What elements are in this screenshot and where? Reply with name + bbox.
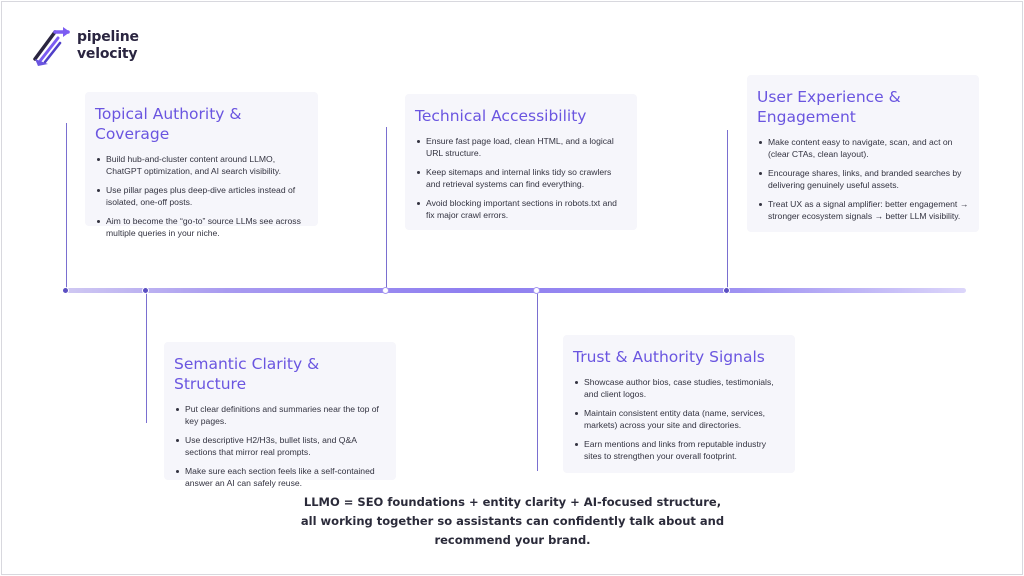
connector-technical [386,127,387,291]
brand-line-2: velocity [77,46,138,62]
timeline-dot-topical [62,287,69,294]
list-item: Treat UX as a signal amplifier: better e… [757,199,969,222]
timeline-bar [66,288,966,293]
timeline-dot-technical [382,287,389,294]
list-item: Showcase author bios, case studies, test… [573,377,785,400]
list-item: Use descriptive H2/H3s, bullet lists, an… [174,435,386,458]
list-item: Make sure each section feels like a self… [174,466,386,489]
list-item: Earn mentions and links from reputable i… [573,439,785,462]
card-title: Trust & Authority Signals [573,348,765,366]
list-item: Maintain consistent entity data (name, s… [573,408,785,431]
pipeline-velocity-logo-icon [33,27,70,66]
timeline-dot-ux [723,287,730,294]
timeline-dot-trust [533,287,540,294]
card-trust-authority: Trust & Authority Signals Showcase autho… [563,335,795,473]
list-item: Avoid blocking important sections in rob… [415,198,627,221]
card-bullet-list: Build hub-and-cluster content around LLM… [95,154,308,239]
card-bullet-list: Put clear definitions and summaries near… [174,404,386,489]
brand-wordmark: pipeline velocity [77,29,139,63]
card-title: Topical Authority & Coverage [95,105,242,143]
card-bullet-list: Make content easy to navigate, scan, and… [757,137,969,222]
list-item: Build hub-and-cluster content around LLM… [95,154,308,177]
brand-line-1: pipeline [77,29,139,45]
summary-footer: LLMO = SEO foundations + entity clarity … [300,495,725,547]
list-item: Encourage shares, links, and branded sea… [757,168,969,191]
connector-topical [66,123,67,291]
timeline-dot-semantic [142,287,149,294]
connector-ux [727,130,728,291]
list-item: Make content easy to navigate, scan, and… [757,137,969,160]
list-item: Put clear definitions and summaries near… [174,404,386,427]
brand-logo: pipeline velocity [30,26,150,70]
card-technical-accessibility: Technical Accessibility Ensure fast page… [405,94,637,230]
card-title: Technical Accessibility [415,107,587,125]
card-title: User Experience & Engagement [757,88,901,126]
card-user-experience: User Experience & Engagement Make conten… [747,75,979,232]
card-title: Semantic Clarity & Structure [174,355,320,393]
card-bullet-list: Ensure fast page load, clean HTML, and a… [415,136,627,221]
connector-trust [537,291,538,471]
connector-semantic [146,291,147,423]
card-semantic-clarity: Semantic Clarity & Structure Put clear d… [164,342,396,488]
card-topical-authority: Topical Authority & Coverage Build hub-a… [85,92,318,238]
card-bullet-list: Showcase author bios, case studies, test… [573,377,785,462]
list-item: Keep sitemaps and internal links tidy so… [415,167,627,190]
list-item: Use pillar pages plus deep-dive articles… [95,185,308,208]
list-item: Aim to become the “go-to” source LLMs se… [95,216,308,239]
list-item: Ensure fast page load, clean HTML, and a… [415,136,627,159]
